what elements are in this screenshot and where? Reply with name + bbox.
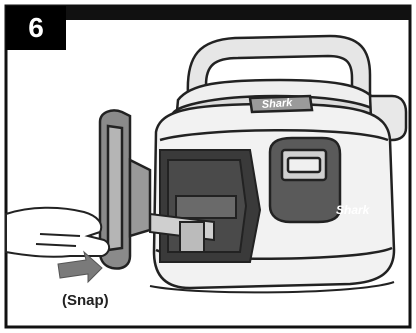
control-panel — [268, 136, 342, 224]
step-number-badge: 6 — [6, 6, 66, 50]
water-tank — [159, 149, 262, 263]
crevice-tool — [98, 109, 152, 270]
top-bar — [6, 6, 410, 20]
base-outline — [149, 281, 395, 294]
arrow-right-icon — [57, 250, 103, 284]
brand-logo-top: Shark — [261, 97, 293, 111]
snap-caption: (Snap) — [62, 292, 109, 309]
hand — [5, 206, 110, 258]
brand-logo-side: Shark — [336, 203, 371, 217]
